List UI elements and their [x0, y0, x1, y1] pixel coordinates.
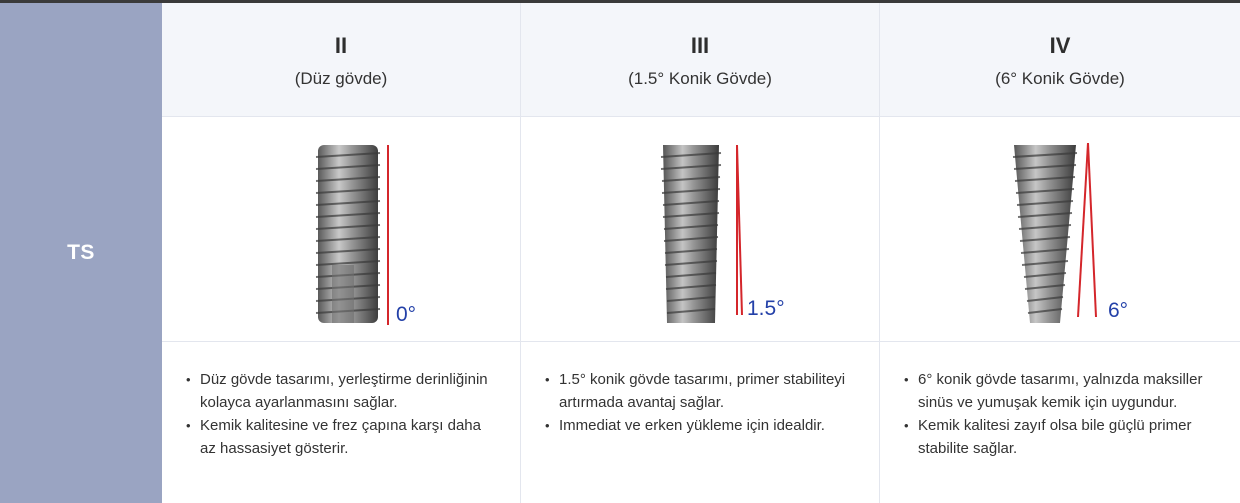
row-label: TS	[67, 241, 95, 264]
feature-list: Düz gövde tasarımı, yerleştirme derinliğ…	[184, 368, 500, 460]
column-subtitle: (Düz gövde)	[294, 69, 388, 88]
column-description: 1.5° konik gövde tasarımı, primer stabil…	[521, 342, 879, 503]
feature-item: Immediat ve erken yükleme için idealdir.	[543, 414, 859, 437]
column-description: 6° konik gövde tasarımı, yalnızda maksil…	[880, 342, 1240, 503]
column-number: III	[690, 33, 710, 58]
implant-comparison-table: II (Düz gövde)	[162, 3, 1240, 503]
column-subtitle: (6° Konik Gövde)	[995, 69, 1125, 88]
column-subtitle: (1.5° Konik Gövde)	[628, 69, 772, 88]
angle-line-tilted	[736, 144, 743, 316]
column-straight-body: II (Düz gövde)	[162, 3, 521, 503]
feature-item: 1.5° konik gövde tasarımı, primer stabil…	[543, 368, 859, 414]
feature-item: Düz gövde tasarımı, yerleştirme derinliğ…	[184, 368, 500, 414]
column-header: II (Düz gövde)	[162, 3, 520, 117]
feature-item: 6° konik gövde tasarımı, yalnızda maksil…	[902, 368, 1220, 414]
row-label-cell: TS	[0, 3, 162, 503]
feature-item: Kemik kalitesi zayıf olsa bile güçlü pri…	[902, 414, 1220, 460]
implant-body	[315, 145, 381, 323]
angle-label: 6°	[1108, 299, 1128, 322]
implant-straight-illustration: 0°	[315, 145, 416, 326]
angle-line-right	[1087, 142, 1097, 318]
feature-item: Kemik kalitesine ve frez çapına karşı da…	[184, 414, 500, 460]
top-border	[0, 0, 1240, 3]
implant-image-cell: 1.5°	[521, 117, 879, 342]
column-number: II	[334, 33, 348, 58]
angle-label: 0°	[396, 303, 416, 326]
column-conical-1-5: III (1.5° Konik Gövde)	[521, 3, 880, 503]
implant-body	[1012, 145, 1078, 323]
implant-conical-1-5-illustration: 1.5°	[660, 144, 785, 323]
angle-line-left	[1077, 142, 1089, 318]
feature-list: 1.5° konik gövde tasarımı, primer stabil…	[543, 368, 859, 437]
implant-image-cell: 6°	[880, 117, 1240, 342]
column-header: IV (6° Konik Gövde)	[880, 3, 1240, 117]
implant-body	[660, 145, 722, 323]
implant-image-cell: 0°	[162, 117, 520, 342]
column-header: III (1.5° Konik Gövde)	[521, 3, 879, 117]
column-number: IV	[1049, 33, 1071, 58]
angle-label: 1.5°	[747, 297, 785, 320]
implant-conical-6-illustration: 6°	[1012, 142, 1128, 323]
feature-list: 6° konik gövde tasarımı, yalnızda maksil…	[902, 368, 1220, 460]
column-conical-6: IV (6° Konik Gövde)	[880, 3, 1240, 503]
column-description: Düz gövde tasarımı, yerleştirme derinliğ…	[162, 342, 520, 503]
